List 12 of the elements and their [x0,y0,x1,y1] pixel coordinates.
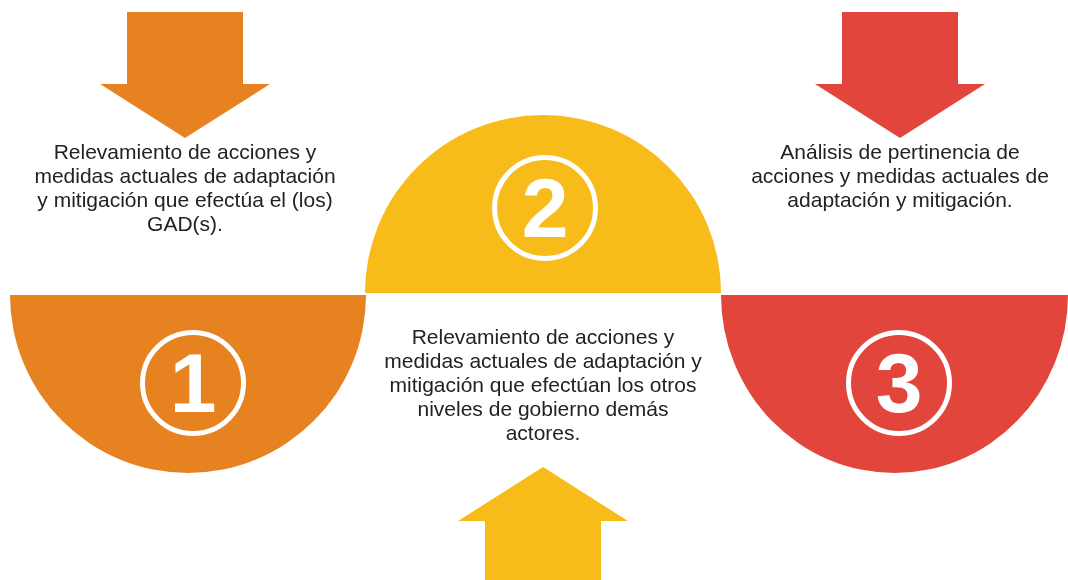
block-arrow [458,467,628,580]
half-circle-segment [10,295,366,473]
block-arrow [815,12,985,138]
step-number: 1 [140,330,246,436]
step-description: Relevamiento de acciones y medidas actuales de adaptación y mitigación que efectúan los otros niveles de gobierno demás actores. [383,325,703,465]
step-number: 3 [846,330,952,436]
half-circle-segment [365,115,721,293]
step-description: Relevamiento de acciones y medidas actuales de adaptación y mitigación que efectúa el (los) GAD(s). [30,140,340,250]
half-circle-segment [721,295,1068,473]
step-description: Análisis de pertinencia de acciones y medidas actuales de adaptación y mitigación. [745,140,1055,230]
step-number: 2 [492,155,598,261]
block-arrow [100,12,270,138]
